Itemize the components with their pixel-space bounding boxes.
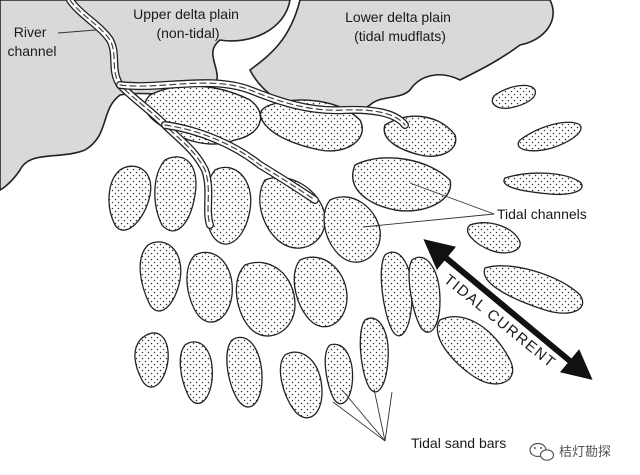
sand-bar-3 — [226, 336, 263, 408]
sand-bar-11 — [466, 222, 521, 254]
sand-bar-7 — [380, 251, 413, 337]
sand-bar-14 — [491, 84, 537, 109]
tidal-sand-bars-leaders — [332, 388, 393, 442]
upper-mudflat-lobe-3 — [383, 115, 457, 157]
tidal-sand-bars-label: Tidal sand bars — [411, 435, 506, 451]
lower-delta-plain-label: Lower delta plain (tidal mudflats) — [345, 9, 455, 44]
river-channel-label: River channel — [7, 24, 56, 59]
tidal-channels-label: Tidal channels — [497, 206, 587, 222]
lower-delta-plain-land — [248, 0, 554, 116]
sand-bar-8 — [408, 256, 441, 333]
sand-bar-2 — [179, 341, 214, 405]
tidal-channels-leader-1 — [362, 213, 495, 228]
island-8 — [235, 261, 296, 337]
sand-bar-4 — [279, 351, 323, 419]
island-2 — [154, 156, 197, 232]
island-1 — [108, 165, 152, 231]
sand-bar-12 — [503, 172, 583, 196]
tidal-channels-leader-2 — [409, 182, 495, 215]
watermark: 桔灯勘探 — [529, 442, 611, 461]
watermark-text: 桔灯勘探 — [559, 445, 611, 460]
island-9 — [293, 256, 348, 328]
sand-bar-1 — [134, 332, 169, 388]
sand-bar-13 — [517, 121, 582, 152]
island-6 — [139, 241, 182, 312]
island-5 — [323, 196, 381, 263]
sand-bar-6 — [359, 317, 389, 393]
wechat-icon — [529, 442, 555, 461]
upper-delta-plain-label: Upper delta plain (non-tidal) — [133, 6, 243, 41]
river-channel-leader — [57, 29, 97, 34]
island-7 — [186, 251, 233, 323]
tidal-current-arrow — [423, 239, 593, 380]
river-channel-network — [66, 0, 409, 229]
upper-mudflat-lobe-4 — [352, 157, 452, 212]
sand-bar-10 — [483, 265, 584, 314]
sand-bar-5 — [324, 343, 354, 405]
